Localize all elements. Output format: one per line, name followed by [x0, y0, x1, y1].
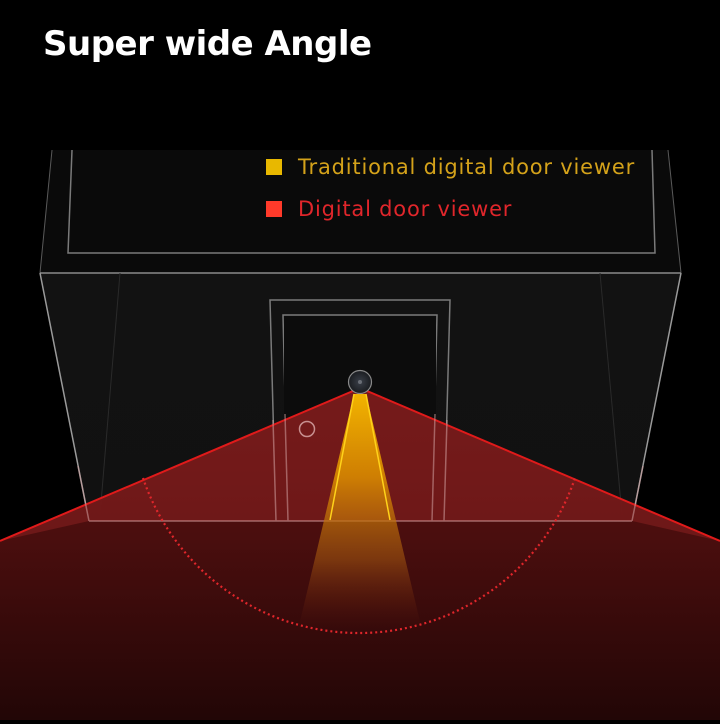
legend: Traditional digital door viewer Digital … — [266, 146, 635, 230]
legend-label: Digital door viewer — [298, 197, 513, 221]
door-viewer-lens-icon — [347, 369, 373, 395]
red-swatch-icon — [266, 201, 282, 217]
door-knob — [298, 420, 316, 438]
legend-item-digital: Digital door viewer — [266, 188, 635, 230]
legend-item-traditional: Traditional digital door viewer — [266, 146, 635, 188]
legend-label: Traditional digital door viewer — [298, 155, 636, 179]
range-arc — [141, 477, 577, 635]
yellow-swatch-icon — [266, 159, 282, 175]
page-title: Super wide Angle — [43, 24, 372, 64]
narrow-angle-cone — [298, 393, 422, 630]
ceiling-frame — [39, 149, 682, 274]
